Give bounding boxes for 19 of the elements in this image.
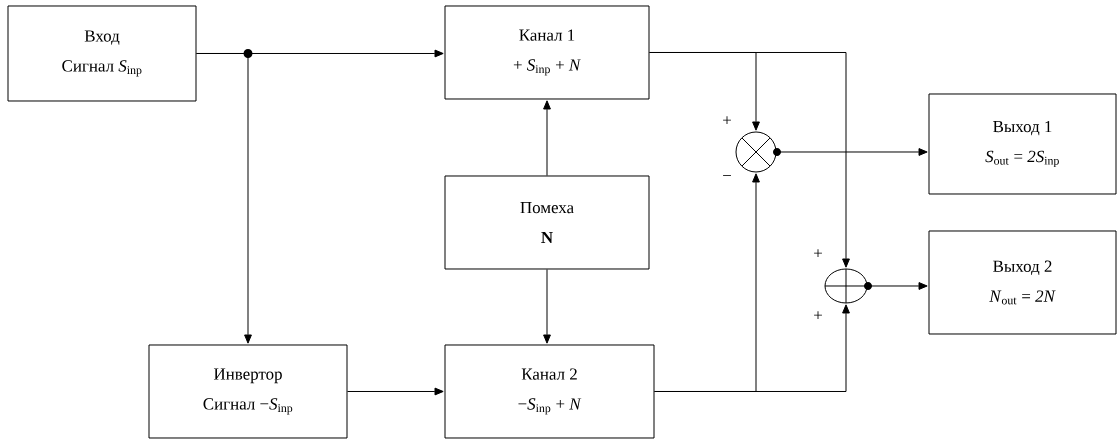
arrow (196, 53, 252, 344)
multiplier-symbol (735, 131, 781, 173)
sign-label: + (814, 311, 822, 320)
block-box: Выход 2 N$_{out}$ = 2N (928, 230, 1117, 335)
arrow (649, 52, 850, 268)
sign-label: + (723, 116, 731, 125)
sign-label: + (814, 249, 822, 258)
sign-label: − (723, 174, 731, 176)
arrow (543, 269, 551, 344)
arrow (543, 100, 551, 176)
adder-symbol (824, 268, 872, 304)
block-box: Инвертор Сигнал −S$_{inp}$ (148, 344, 348, 439)
block-box: Канал 1 + S$_{inp}$ + N (444, 5, 650, 100)
arrow (654, 304, 850, 392)
arrow (347, 387, 444, 396)
block-box: Вход Сигнал S$_{inp}$ (7, 5, 197, 102)
block-box: Выход 1 S$_{out}$ = 2S$_{inp}$ (928, 93, 1117, 195)
block-box: Помеха N (444, 175, 650, 270)
block-box: Канал 2 −S$_{inp}$ + N (444, 344, 655, 439)
